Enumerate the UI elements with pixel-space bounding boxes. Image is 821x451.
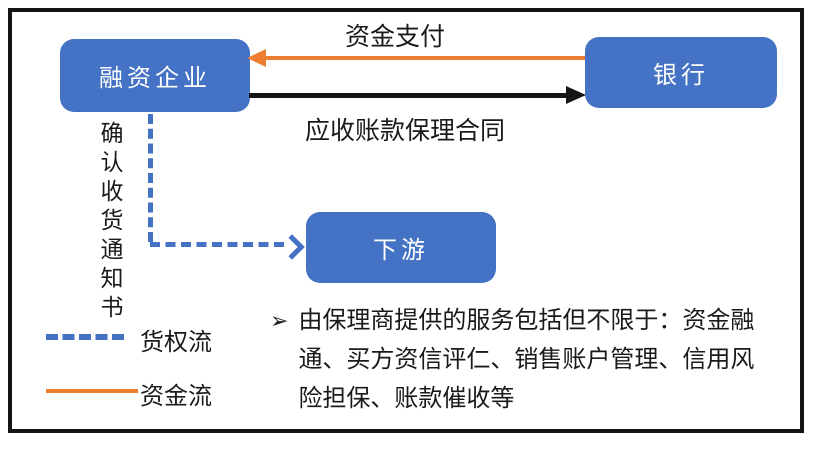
node-bank: 银行 xyxy=(585,37,777,108)
bullet-arrow-icon: ➢ xyxy=(270,309,289,334)
factor-services-note-line: 通、买方资信评仁、销售账户管理、信用风 xyxy=(298,347,755,373)
fund-payment-arrow-shaft xyxy=(264,56,585,60)
factor-services-note: ➢ 由保理商提供的服务包括但不限于：资金融 通、买方资信评仁、销售账户管理、信用… xyxy=(270,302,754,419)
node-downstream: 下游 xyxy=(306,212,496,283)
fund-payment-flow-label: 资金支付 xyxy=(345,24,446,51)
factor-services-note-line: 险担保、账款催收等 xyxy=(298,386,515,412)
diagram-border-frame xyxy=(8,8,804,433)
receipt-notice-dashed-line-vertical xyxy=(148,114,153,242)
fund-payment-arrowhead-left-icon xyxy=(247,49,266,67)
node-bank-label: 银行 xyxy=(653,63,709,89)
factoring-contract-arrow-shaft xyxy=(249,93,571,98)
legend-funds-flow-solid-line-icon xyxy=(46,389,138,393)
factor-services-note-text: 由保理商提供的服务包括但不限于：资金融 通、买方资信评仁、销售账户管理、信用风 … xyxy=(298,302,754,419)
legend-goods-flow-label: 货权流 xyxy=(140,330,212,356)
node-financing-enterprise: 融资企业 xyxy=(60,39,250,112)
node-financing-enterprise-label: 融资企业 xyxy=(99,66,211,92)
receipt-notice-flow-label: 确认收货通知书 xyxy=(100,121,124,320)
legend-funds-flow-label: 资金流 xyxy=(140,384,212,410)
factor-services-note-line: 由保理商提供的服务包括但不限于：资金融 xyxy=(298,308,755,334)
receipt-notice-dashed-line-horizontal xyxy=(150,242,284,247)
node-downstream-label: 下游 xyxy=(373,238,429,264)
factoring-contract-flow-label: 应收账款保理合同 xyxy=(305,118,506,145)
factoring-contract-arrowhead-right-icon xyxy=(566,86,586,104)
legend-goods-flow-dashed-line-icon xyxy=(46,334,124,340)
